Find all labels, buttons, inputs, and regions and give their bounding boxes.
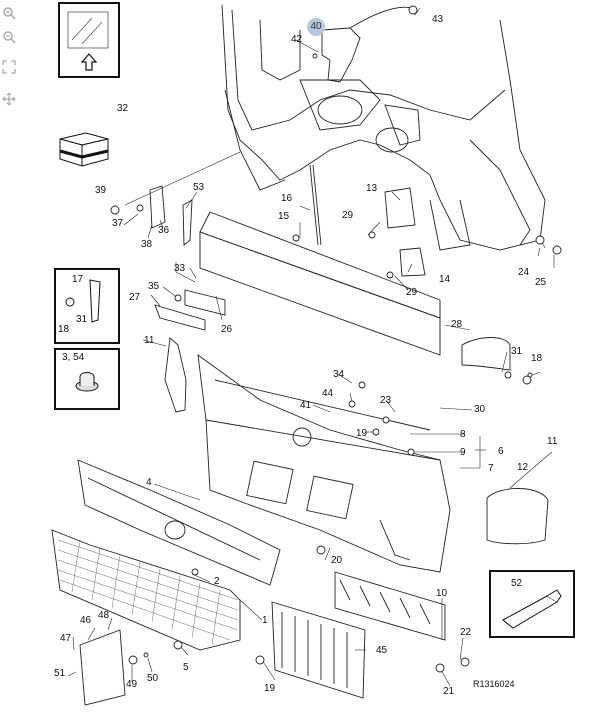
net-45 <box>271 601 366 699</box>
callout-52[interactable]: 52 <box>511 578 523 589</box>
callout-18-inset[interactable]: 18 <box>58 324 70 335</box>
callout-31-right[interactable]: 31 <box>511 346 523 357</box>
side-panel-31 <box>461 337 511 371</box>
callout-43[interactable]: 43 <box>432 14 444 25</box>
callout-53[interactable]: 53 <box>193 182 205 193</box>
callout-24[interactable]: 24 <box>518 267 530 278</box>
callout-25[interactable]: 25 <box>535 277 547 288</box>
move-icon <box>2 92 16 106</box>
clip-icon <box>75 372 99 392</box>
callout-16[interactable]: 16 <box>281 193 293 204</box>
callout-47[interactable]: 47 <box>60 633 72 644</box>
callout-7[interactable]: 7 <box>488 463 494 474</box>
box-32 <box>56 125 112 167</box>
callout-4[interactable]: 4 <box>146 477 152 488</box>
callout-38[interactable]: 38 <box>141 239 153 250</box>
callout-41[interactable]: 41 <box>300 400 312 411</box>
callout-29-right[interactable]: 29 <box>406 287 418 298</box>
callout-5[interactable]: 5 <box>183 662 189 673</box>
inset-sealing-kit <box>58 2 120 78</box>
zoom-out-button[interactable] <box>0 28 18 46</box>
zoom-in-button[interactable] <box>0 4 18 22</box>
handle-27 <box>154 304 206 331</box>
callout-51[interactable]: 51 <box>54 668 66 679</box>
side-panel-11-left <box>164 337 187 413</box>
callout-11-right[interactable]: 11 <box>547 436 558 447</box>
callout-23[interactable]: 23 <box>380 395 392 406</box>
callout-27[interactable]: 27 <box>129 292 141 303</box>
fit-screen-button[interactable] <box>0 58 18 76</box>
plate-46 <box>79 629 126 706</box>
viewer-toolbar <box>0 0 20 110</box>
callout-49[interactable]: 49 <box>126 679 138 690</box>
callout-19-upper[interactable]: 19 <box>356 428 368 439</box>
zoom-out-icon <box>3 31 16 44</box>
sealing-kit-icon <box>67 11 109 71</box>
inset-strap <box>54 268 120 344</box>
callout-44[interactable]: 44 <box>322 388 334 399</box>
zoom-in-icon <box>3 7 16 20</box>
strap-icon <box>65 279 101 323</box>
callout-2[interactable]: 2 <box>214 576 220 587</box>
fit-screen-icon <box>2 60 16 74</box>
callout-11-left[interactable]: 11 <box>144 335 155 346</box>
callout-15[interactable]: 15 <box>278 211 290 222</box>
callout-34[interactable]: 34 <box>333 369 345 380</box>
callout-45[interactable]: 45 <box>376 645 388 656</box>
callout-10[interactable]: 10 <box>436 588 448 599</box>
package-icon <box>59 132 109 167</box>
callout-37[interactable]: 37 <box>112 218 124 229</box>
tube-icon <box>502 589 562 629</box>
callout-50[interactable]: 50 <box>147 673 159 684</box>
callout-26[interactable]: 26 <box>221 324 233 335</box>
callout-42[interactable]: 42 <box>291 34 303 45</box>
callout-29-left[interactable]: 29 <box>342 210 354 221</box>
callout-35[interactable]: 35 <box>148 281 160 292</box>
callout-48[interactable]: 48 <box>98 610 110 621</box>
callout-1[interactable]: 1 <box>262 615 268 626</box>
callout-8[interactable]: 8 <box>460 429 466 440</box>
inset-clip <box>54 348 120 410</box>
callout-28[interactable]: 28 <box>451 319 463 330</box>
callout-33[interactable]: 33 <box>174 263 186 274</box>
callout-30[interactable]: 30 <box>474 404 486 415</box>
callout-36[interactable]: 36 <box>158 225 170 236</box>
callout-12[interactable]: 12 <box>517 462 529 473</box>
callout-14[interactable]: 14 <box>439 274 451 285</box>
callout-18-right[interactable]: 18 <box>531 353 543 364</box>
upper-panel-28 <box>199 231 441 356</box>
callout-13[interactable]: 13 <box>366 183 378 194</box>
callout-31-inset[interactable]: 31 <box>76 314 88 325</box>
callout-6[interactable]: 6 <box>498 446 504 457</box>
bracket-10 <box>334 571 446 641</box>
callout-19-lower[interactable]: 19 <box>264 683 276 694</box>
grille-trim-4 <box>77 459 281 586</box>
grille-1 <box>51 529 241 651</box>
callout-22[interactable]: 22 <box>460 627 472 638</box>
side-panel-11-right <box>486 488 549 545</box>
callout-20[interactable]: 20 <box>331 555 343 566</box>
callout-46[interactable]: 46 <box>80 615 92 626</box>
callout-32[interactable]: 32 <box>117 103 129 114</box>
callout-3-54[interactable]: 3, 54 <box>62 352 85 363</box>
callout-17[interactable]: 17 <box>72 274 84 285</box>
callout-21[interactable]: 21 <box>443 686 455 697</box>
pan-button[interactable] <box>0 90 18 108</box>
inset-sealant-tube <box>489 570 575 638</box>
callout-40[interactable]: 40 <box>307 18 325 36</box>
callout-39[interactable]: 39 <box>95 185 107 196</box>
drawing-reference: R1316024 <box>473 679 515 689</box>
callout-9[interactable]: 9 <box>460 447 466 458</box>
cab-frame <box>221 4 546 251</box>
bumper-body <box>197 354 451 573</box>
